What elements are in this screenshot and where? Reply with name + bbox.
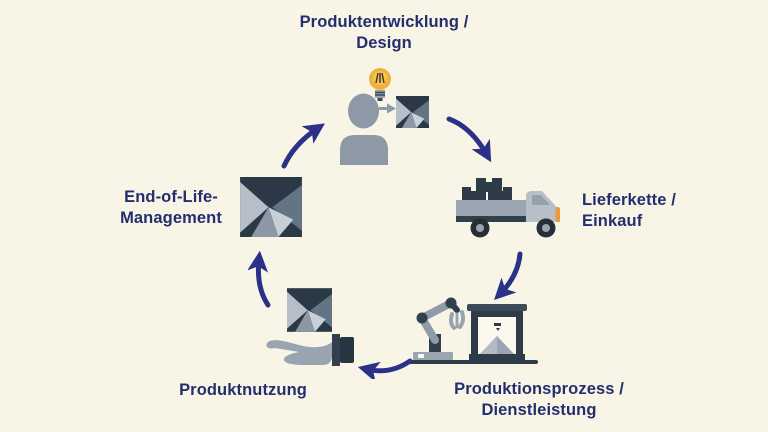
idea-to-product-arrow-icon xyxy=(379,103,396,114)
arrow-usage-to-eol-icon xyxy=(248,251,271,308)
stage-label-supply-line1: Lieferkette / xyxy=(582,191,676,209)
stage-label-supply: Lieferkette / Einkauf xyxy=(582,190,752,232)
stage-label-production: Produktionsprozess / Dienstleistung xyxy=(428,379,650,421)
stage-label-design: Produktentwicklung / Design xyxy=(254,12,514,54)
arrow-production-to-usage-icon xyxy=(357,358,413,379)
stage-label-eol-line2: Management xyxy=(120,209,222,227)
stage-label-eol-line1: End-of-Life- xyxy=(124,188,218,206)
stage-label-design-line1: Produktentwicklung / xyxy=(299,13,469,31)
lightbulb-icon xyxy=(369,68,391,101)
stage-label-usage-line1: Produktnutzung xyxy=(179,381,307,399)
product-cube-icon-small-top xyxy=(396,96,429,128)
product-cube-icon-large xyxy=(240,177,302,237)
stage-label-usage: Produktnutzung xyxy=(147,380,339,401)
stage-label-production-line1: Produktionsprozess / xyxy=(454,380,624,398)
stage-label-production-line2: Dienstleistung xyxy=(481,401,597,419)
printer xyxy=(467,304,527,360)
stage-label-design-line2: Design xyxy=(356,34,412,52)
stage-label-end-of-life: End-of-Life- Management xyxy=(81,187,261,229)
open-hand-icon xyxy=(266,334,354,366)
delivery-truck-icon xyxy=(456,178,560,238)
arrow-supply-to-production-icon xyxy=(494,251,523,300)
product-cube-icon-small-bottom xyxy=(287,288,332,332)
arrow-eol-to-design-icon xyxy=(281,123,325,169)
ground-line xyxy=(407,360,538,364)
arrow-design-to-supply-icon xyxy=(446,116,492,163)
person-icon xyxy=(340,93,388,165)
robot-arm xyxy=(413,297,466,360)
stage-label-supply-line2: Einkauf xyxy=(582,212,643,230)
robot-arm-and-3d-printer-icon xyxy=(407,297,538,364)
